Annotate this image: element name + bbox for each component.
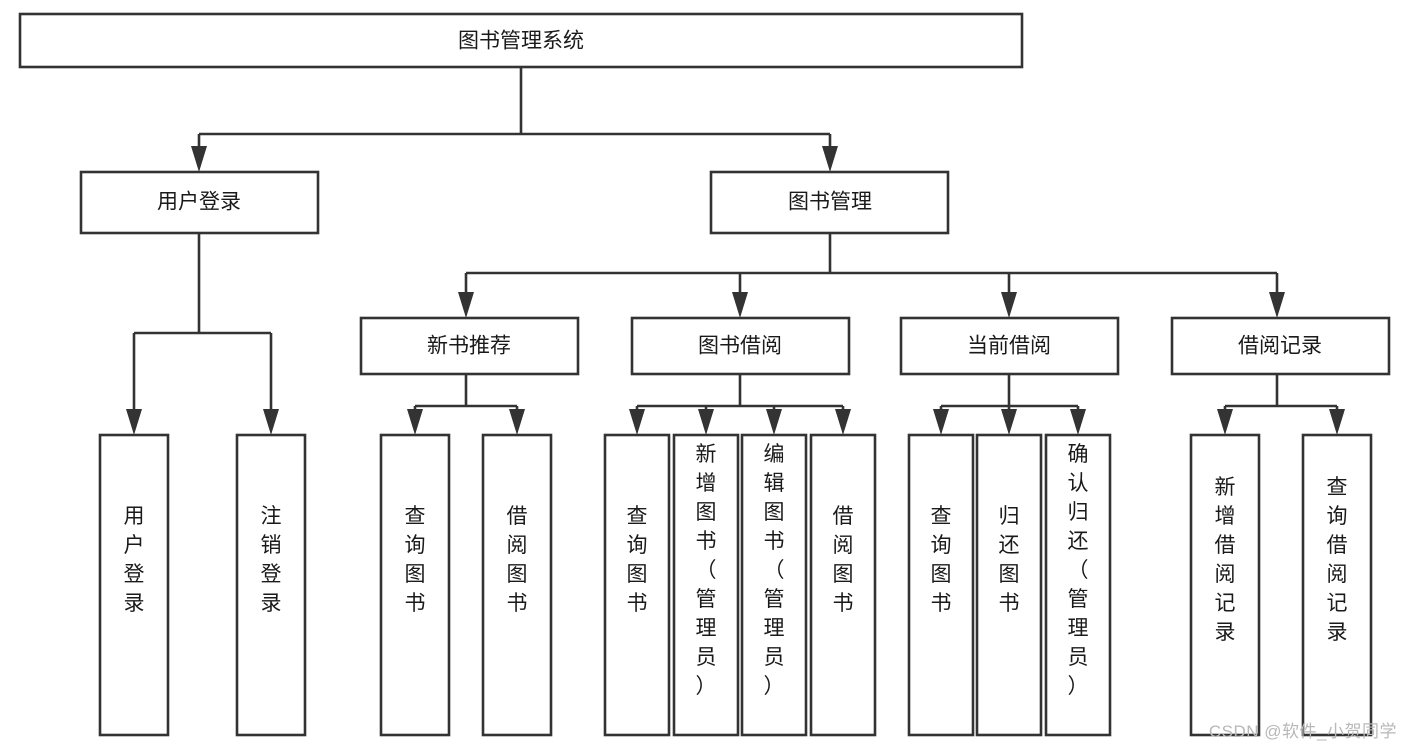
leaf-borrow-book-nb-box[interactable] <box>481 433 553 737</box>
root-label: 图书管理系统 <box>458 30 584 53</box>
arrow-head-leaf-add-record <box>1217 409 1233 435</box>
leaf-query-book-bb-box[interactable] <box>603 433 671 737</box>
arrow-head-leaf-user-login <box>126 409 142 435</box>
leaf-borrow-book-bb-box[interactable] <box>809 433 877 737</box>
leaf-edit-book-label: 编辑图书（管理员） <box>764 443 785 698</box>
arrow-head-user-login <box>191 146 207 172</box>
arrow-head-leaf-add-book <box>698 409 714 435</box>
node-new-book-recommend[interactable]: 新书推荐 <box>359 316 580 376</box>
borrow-records-label: 借阅记录 <box>1238 335 1322 358</box>
leaf-node-borrow-book-nb[interactable]: 借阅图书 <box>481 433 553 737</box>
leaf-node-add-record[interactable]: 新增借阅记录 <box>1189 433 1261 737</box>
arrow-head-borrow-records <box>1269 292 1285 318</box>
node-user-login[interactable]: 用户登录 <box>79 170 320 235</box>
leaf-node-query-book-cb[interactable]: 查询图书 <box>907 433 975 737</box>
book-management-label: 图书管理 <box>788 191 872 214</box>
arrow-head-leaf-return-book <box>1001 409 1017 435</box>
borrow-records-box[interactable] <box>1170 316 1391 376</box>
arrow-head-new-book <box>458 292 474 318</box>
leaf-logout-label: 注销登录 <box>261 505 282 615</box>
leaf-edit-book-box[interactable] <box>740 433 808 737</box>
leaf-node-add-book[interactable]: 新增图书（管理员） <box>672 433 740 737</box>
leaf-node-query-record[interactable]: 查询借阅记录 <box>1301 433 1373 737</box>
leaf-confirm-return-box[interactable] <box>1044 433 1112 737</box>
leaf-node-user-login[interactable]: 用户登录 <box>98 433 170 737</box>
leaf-logout-box[interactable] <box>235 433 307 737</box>
leaf-add-record-label: 新增借阅记录 <box>1215 476 1236 644</box>
new-book-recommend-label: 新书推荐 <box>427 335 511 358</box>
leaf-query-book-cb-box[interactable] <box>907 433 975 737</box>
node-current-borrow[interactable]: 当前借阅 <box>899 316 1120 376</box>
leaf-query-record-label: 查询借阅记录 <box>1327 476 1348 644</box>
leaf-add-book-label: 新增图书（管理员） <box>696 443 717 698</box>
node-root-book-management-system[interactable]: 图书管理系统 <box>18 12 1024 69</box>
current-borrow-label: 当前借阅 <box>967 335 1051 358</box>
arrow-head-leaf-query-book-3 <box>933 409 949 435</box>
leaf-user-login-label: 用户登录 <box>124 505 145 615</box>
arrow-head-leaf-query-book-2 <box>629 409 645 435</box>
leaf-node-logout[interactable]: 注销登录 <box>235 433 307 737</box>
leaf-confirm-return-label: 确认归还（管理员） <box>1068 443 1089 698</box>
leaf-query-record-box[interactable] <box>1301 433 1373 737</box>
new-book-recommend-box[interactable] <box>359 316 580 376</box>
book-management-box[interactable] <box>709 170 950 235</box>
arrow-head-leaf-borrow-book-2 <box>835 409 851 435</box>
leaf-node-borrow-book-bb[interactable]: 借阅图书 <box>809 433 877 737</box>
leaf-borrow-book-nb-label: 借阅图书 <box>507 505 528 615</box>
node-book-borrow[interactable]: 图书借阅 <box>630 316 851 376</box>
book-borrow-label: 图书借阅 <box>698 335 782 358</box>
leaf-node-query-book-bb[interactable]: 查询图书 <box>603 433 671 737</box>
leaf-node-edit-book[interactable]: 编辑图书（管理员） <box>740 433 808 737</box>
arrow-head-leaf-edit-book <box>766 409 782 435</box>
arrow-head-book-manage <box>822 146 838 172</box>
leaf-query-book-nb-box[interactable] <box>379 433 451 737</box>
root-box[interactable] <box>18 12 1024 69</box>
node-borrow-records[interactable]: 借阅记录 <box>1170 316 1391 376</box>
arrow-head-current-borrow <box>1001 292 1017 318</box>
user-login-label: 用户登录 <box>157 191 241 214</box>
leaf-add-record-box[interactable] <box>1189 433 1261 737</box>
leaf-query-book-cb-label: 查询图书 <box>931 505 952 615</box>
leaf-add-book-box[interactable] <box>672 433 740 737</box>
leaf-node-return-book[interactable]: 归还图书 <box>975 433 1043 737</box>
leaf-borrow-book-bb-label: 借阅图书 <box>833 505 854 615</box>
arrow-head-leaf-borrow-book-1 <box>509 409 525 435</box>
leaf-return-book-label: 归还图书 <box>999 505 1020 615</box>
book-borrow-box[interactable] <box>630 316 851 376</box>
arrow-head-leaf-logout <box>263 409 279 435</box>
leaf-query-book-nb-label: 查询图书 <box>405 505 426 615</box>
leaf-query-book-bb-label: 查询图书 <box>627 505 648 615</box>
node-book-management[interactable]: 图书管理 <box>709 170 950 235</box>
arrow-head-book-borrow <box>732 292 748 318</box>
csdn-watermark: CSDN @软件_小贺同学 <box>1208 722 1397 741</box>
leaf-user-login-box[interactable] <box>98 433 170 737</box>
connector-layer <box>126 67 1345 435</box>
current-borrow-box[interactable] <box>899 316 1120 376</box>
user-login-box[interactable] <box>79 170 320 235</box>
leaf-return-book-box[interactable] <box>975 433 1043 737</box>
arrow-head-leaf-query-book-1 <box>407 409 423 435</box>
arrow-head-leaf-confirm-return <box>1070 409 1086 435</box>
arrow-head-leaf-query-record <box>1329 409 1345 435</box>
leaf-node-query-book-nb[interactable]: 查询图书 <box>379 433 451 737</box>
leaf-node-confirm-return[interactable]: 确认归还（管理员） <box>1044 433 1112 737</box>
